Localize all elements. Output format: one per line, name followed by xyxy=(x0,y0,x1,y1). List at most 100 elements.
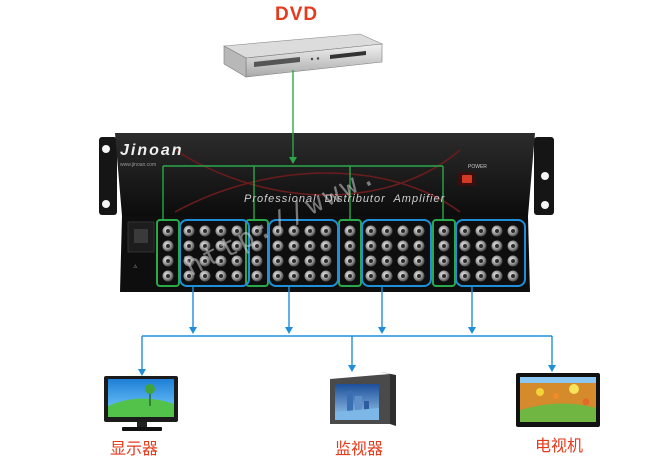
bnc-connector[interactable] xyxy=(320,225,332,237)
bnc-connector[interactable] xyxy=(251,225,263,237)
bnc-connector[interactable] xyxy=(288,240,300,252)
bnc-connector[interactable] xyxy=(381,240,393,252)
input-signal-lines xyxy=(162,70,444,220)
bnc-connector[interactable] xyxy=(438,225,450,237)
bnc-connector[interactable] xyxy=(272,240,284,252)
bnc-connector[interactable] xyxy=(199,225,211,237)
output-group-1 xyxy=(179,219,250,287)
bnc-connector[interactable] xyxy=(304,270,316,282)
bnc-connector[interactable] xyxy=(215,270,227,282)
bnc-connector[interactable] xyxy=(507,225,519,237)
bnc-connector[interactable] xyxy=(183,255,195,267)
bnc-connector[interactable] xyxy=(381,270,393,282)
bnc-connector[interactable] xyxy=(344,225,356,237)
bnc-connector[interactable] xyxy=(215,255,227,267)
bnc-connector[interactable] xyxy=(413,240,425,252)
output-group-2 xyxy=(268,219,339,287)
output-signal-lines xyxy=(141,286,553,370)
bnc-connector[interactable] xyxy=(231,255,243,267)
bnc-connector[interactable] xyxy=(215,225,227,237)
bnc-connector[interactable] xyxy=(507,270,519,282)
bnc-connector[interactable] xyxy=(215,240,227,252)
lcd-monitor-icon xyxy=(104,376,178,431)
bnc-connector[interactable] xyxy=(288,225,300,237)
bnc-connector[interactable] xyxy=(475,225,487,237)
bnc-connector[interactable] xyxy=(199,240,211,252)
bnc-connector[interactable] xyxy=(397,240,409,252)
bnc-connector[interactable] xyxy=(344,270,356,282)
dvd-source-label: DVD xyxy=(275,4,319,25)
bnc-connector[interactable] xyxy=(162,270,174,282)
bnc-connector[interactable] xyxy=(162,240,174,252)
bnc-connector[interactable] xyxy=(459,255,471,267)
bnc-connector[interactable] xyxy=(231,240,243,252)
bnc-connector[interactable] xyxy=(231,270,243,282)
bnc-connector[interactable] xyxy=(183,240,195,252)
bnc-connector[interactable] xyxy=(183,270,195,282)
port-group-outlines xyxy=(156,219,526,287)
bnc-connector[interactable] xyxy=(344,255,356,267)
bnc-connector[interactable] xyxy=(272,225,284,237)
bnc-connector[interactable] xyxy=(507,240,519,252)
brand-logo: Jinoan xyxy=(120,142,184,159)
bnc-connector[interactable] xyxy=(491,225,503,237)
bnc-connector[interactable] xyxy=(475,270,487,282)
power-button[interactable] xyxy=(462,175,472,183)
bnc-connector[interactable] xyxy=(459,240,471,252)
bnc-connector[interactable] xyxy=(162,255,174,267)
bnc-connector[interactable] xyxy=(251,255,263,267)
bnc-connector[interactable] xyxy=(304,240,316,252)
display-label: 显示器 xyxy=(110,441,159,458)
bnc-connector[interactable] xyxy=(491,255,503,267)
bnc-connector[interactable] xyxy=(320,255,332,267)
bnc-connector[interactable] xyxy=(475,240,487,252)
flat-tv-icon xyxy=(516,373,600,427)
bnc-connector[interactable] xyxy=(507,255,519,267)
bnc-connector[interactable] xyxy=(475,255,487,267)
bnc-connector[interactable] xyxy=(183,225,195,237)
crt-monitor-icon xyxy=(330,371,396,426)
signal-arrows xyxy=(138,327,556,376)
bnc-connector[interactable] xyxy=(397,255,409,267)
bnc-connector[interactable] xyxy=(162,225,174,237)
bnc-connector[interactable] xyxy=(288,255,300,267)
bnc-connector[interactable] xyxy=(381,255,393,267)
bnc-connector[interactable] xyxy=(272,270,284,282)
bnc-connector[interactable] xyxy=(413,255,425,267)
bnc-connector[interactable] xyxy=(199,270,211,282)
tv-label: 电视机 xyxy=(535,438,584,455)
svg-text:⚠: ⚠ xyxy=(133,264,138,270)
bnc-connector[interactable] xyxy=(231,225,243,237)
bnc-connector[interactable] xyxy=(413,225,425,237)
bnc-connector[interactable] xyxy=(199,255,211,267)
bnc-connector[interactable] xyxy=(320,240,332,252)
bnc-connector[interactable] xyxy=(365,255,377,267)
bnc-connector[interactable] xyxy=(381,225,393,237)
bnc-connector[interactable] xyxy=(320,270,332,282)
bnc-connector[interactable] xyxy=(251,270,263,282)
bnc-connector[interactable] xyxy=(304,225,316,237)
bnc-connector[interactable] xyxy=(438,270,450,282)
bnc-connector[interactable] xyxy=(272,255,284,267)
bnc-connector[interactable] xyxy=(459,225,471,237)
output-group-3 xyxy=(361,219,432,287)
bnc-connector[interactable] xyxy=(459,270,471,282)
bnc-connector[interactable] xyxy=(365,225,377,237)
brand-url: www.jinoan.com xyxy=(120,162,157,168)
bnc-connector[interactable] xyxy=(365,240,377,252)
power-label: POWER xyxy=(468,164,487,170)
bnc-connector[interactable] xyxy=(251,240,263,252)
bnc-connector[interactable] xyxy=(304,255,316,267)
bnc-connector[interactable] xyxy=(491,240,503,252)
bnc-connector[interactable] xyxy=(438,255,450,267)
bnc-connector[interactable] xyxy=(397,270,409,282)
bnc-connector[interactable] xyxy=(344,240,356,252)
bnc-connector[interactable] xyxy=(413,270,425,282)
bnc-connector[interactable] xyxy=(288,270,300,282)
output-group-4 xyxy=(455,219,526,287)
bnc-connector[interactable] xyxy=(438,240,450,252)
bnc-connector[interactable] xyxy=(397,225,409,237)
bnc-connector[interactable] xyxy=(365,270,377,282)
bnc-connector[interactable] xyxy=(491,270,503,282)
